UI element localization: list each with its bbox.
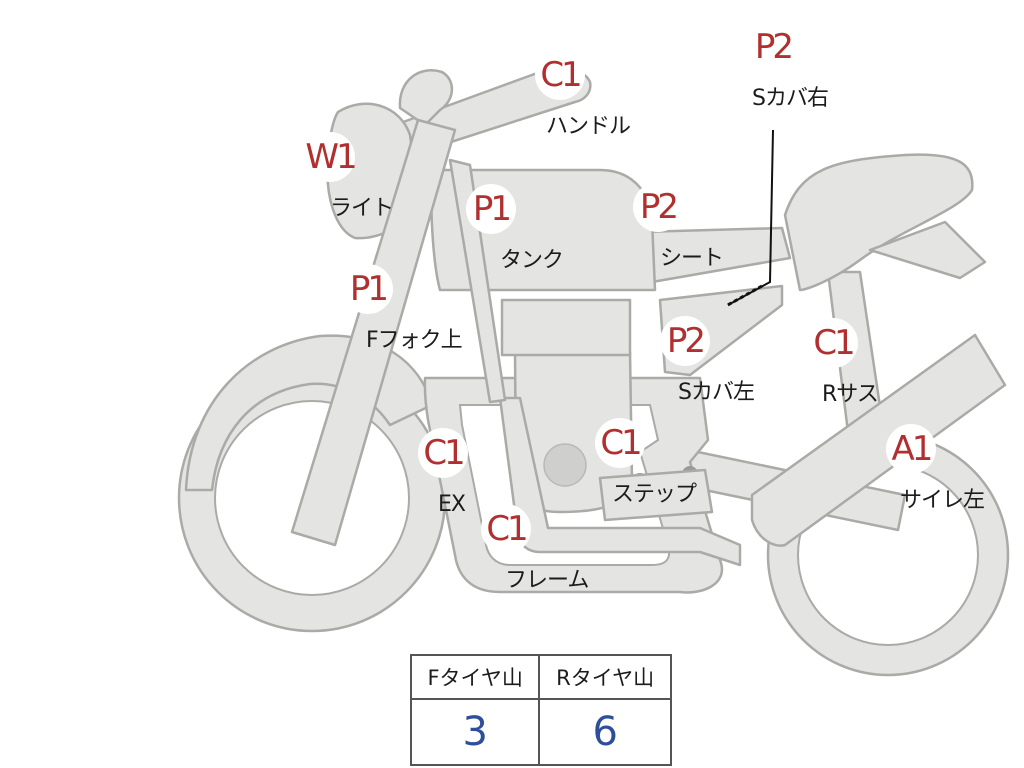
part-label-front-fork-upper: Fフォク上 bbox=[366, 328, 463, 353]
tire-tread-table: Fタイヤ山 Rタイヤ山 3 6 bbox=[409, 654, 672, 766]
step-bar bbox=[598, 468, 714, 522]
grade-badge-muffler-left: A1 bbox=[886, 424, 936, 474]
tail-fin bbox=[868, 220, 987, 280]
front-fork-right bbox=[448, 158, 507, 404]
tail-cowl bbox=[783, 153, 974, 292]
grade-badge-rear-suspension: C1 bbox=[808, 318, 858, 368]
part-label-light: ライト bbox=[330, 196, 394, 221]
part-label-rear-suspension: Rサス bbox=[822, 382, 879, 407]
grade-badge-seat: P2 bbox=[633, 182, 683, 232]
front-fork-left bbox=[290, 118, 457, 547]
part-label-tank: タンク bbox=[500, 248, 564, 273]
part-label-seat: シート bbox=[660, 246, 724, 271]
grade-badge-exhaust: C1 bbox=[418, 428, 468, 478]
front-tire-tread-value: 3 bbox=[409, 698, 541, 766]
front-tire-tread-header: Fタイヤ山 bbox=[409, 654, 541, 700]
grade-badge-tank: P1 bbox=[466, 184, 516, 234]
part-label-s-cover-right: Sカバ右 bbox=[752, 86, 829, 111]
rear-tire-tread-header: Rタイヤ山 bbox=[538, 654, 672, 700]
grade-badge-step: C1 bbox=[595, 418, 645, 468]
part-label-exhaust: EX bbox=[438, 492, 466, 517]
grade-badge-front-fork-upper: P1 bbox=[343, 264, 393, 314]
part-label-frame: フレーム bbox=[505, 568, 589, 593]
rear-tire-tread-value: 6 bbox=[538, 698, 672, 766]
part-label-s-cover-left: Sカバ左 bbox=[678, 380, 755, 405]
part-label-muffler-left: サイレ左 bbox=[900, 488, 985, 513]
grade-badge-light: W1 bbox=[305, 132, 358, 182]
mirror bbox=[398, 69, 454, 127]
part-label-handle: ハンドル bbox=[546, 114, 631, 139]
part-label-step: ステップ bbox=[612, 482, 697, 507]
grade-badge-s-cover-right: P2 bbox=[748, 22, 798, 72]
cylinder-head bbox=[500, 298, 632, 357]
grade-badge-s-cover-left: P2 bbox=[660, 316, 710, 366]
s-cover-right-leader bbox=[727, 129, 774, 306]
grade-badge-handle: C1 bbox=[535, 50, 585, 100]
engine-cover bbox=[543, 443, 587, 487]
grade-badge-frame: C1 bbox=[481, 504, 531, 554]
